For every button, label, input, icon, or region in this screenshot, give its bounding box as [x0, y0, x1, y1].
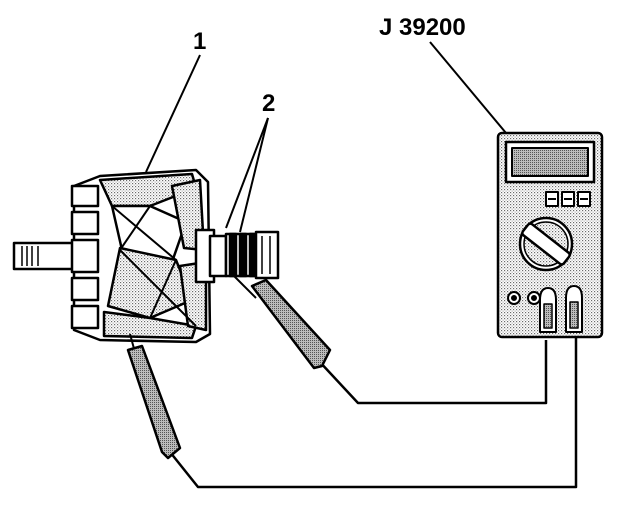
callout-rotor-label: 1	[193, 28, 207, 55]
meter-dial	[518, 216, 574, 272]
test-leads	[169, 336, 578, 489]
rotor-assembly	[12, 168, 280, 344]
leader-tool	[429, 41, 507, 134]
callout-slip-rings-label: 2	[262, 90, 276, 117]
meter-display	[511, 147, 589, 177]
meter-buttons	[545, 191, 591, 207]
test-probe-upper	[233, 275, 332, 370]
lead-wire-lower	[169, 336, 578, 489]
rotor-left-poles	[70, 184, 100, 330]
leader-slip-ring-b	[239, 117, 269, 233]
callout-leaders	[145, 41, 507, 233]
digital-multimeter	[496, 131, 604, 339]
lead-wire-upper	[317, 340, 548, 405]
leader-rotor	[145, 54, 201, 173]
rotor-claw-poles	[98, 172, 208, 340]
test-probe-lower	[126, 333, 182, 460]
slip-rings	[224, 230, 280, 280]
meter-plugs	[539, 285, 583, 333]
callout-tool-label: J 39200	[379, 14, 466, 41]
leader-slip-ring-a	[225, 117, 269, 229]
